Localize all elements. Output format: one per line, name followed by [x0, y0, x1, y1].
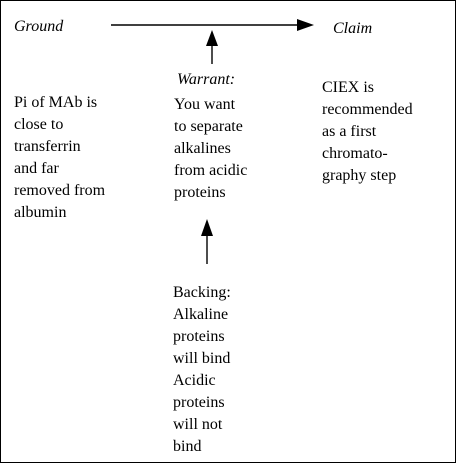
ground-line: Pi of MAb is	[14, 94, 98, 111]
claim-label: Claim	[333, 20, 373, 37]
warrant-line: proteins	[174, 184, 226, 201]
ground-line: removed from	[14, 182, 106, 199]
backing-line: proteins	[173, 394, 225, 411]
claim-line: CIEX is	[322, 79, 374, 96]
backing-text: Backing: Alkaline proteins will bind Aci…	[173, 282, 231, 458]
claim-line: as a first	[322, 123, 377, 140]
ground-line: albumin	[14, 204, 67, 221]
backing-line: Backing:	[173, 284, 231, 301]
ground-line: and far	[14, 160, 59, 177]
warrant-line: to separate	[174, 118, 243, 135]
ground-label: Ground	[14, 18, 64, 35]
claim-line: chromato-	[322, 145, 388, 162]
warrant-label: Warrant:	[177, 71, 236, 88]
ground-line: close to	[14, 116, 64, 133]
warrant-line: alkalines	[174, 140, 231, 157]
backing-line: will bind	[173, 350, 231, 367]
ground-to-claim-arrow	[111, 19, 314, 31]
backing-line: Acidic	[173, 372, 216, 389]
ground-text: Pi of MAb is close to transferrin and fa…	[14, 92, 105, 224]
backing-line: bind	[173, 438, 202, 455]
backing-line: Alkaline	[173, 306, 229, 323]
warrant-line: You want	[174, 96, 236, 113]
claim-line: graphy step	[322, 167, 397, 184]
warrant-arrow	[206, 30, 218, 64]
backing-line: proteins	[173, 328, 225, 345]
warrant-text: You want to separate alkalines from acid…	[174, 94, 247, 204]
backing-line: will not	[173, 416, 223, 433]
warrant-line: from acidic	[174, 162, 248, 179]
claim-text: CIEX is recommended as a first chromato-…	[322, 77, 413, 187]
claim-line: recommended	[322, 101, 413, 118]
backing-arrow	[201, 219, 213, 264]
ground-line: transferrin	[14, 138, 81, 155]
